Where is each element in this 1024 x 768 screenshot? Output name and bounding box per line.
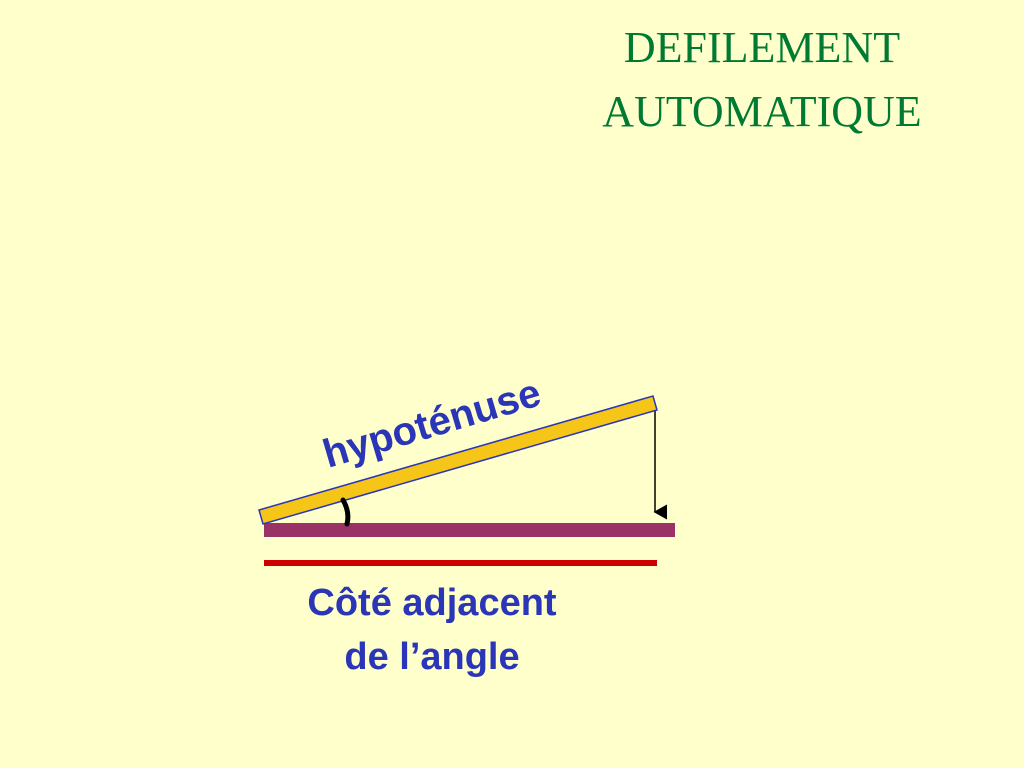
adjacent-side-bar	[264, 523, 675, 537]
title-line-2: AUTOMATIQUE	[602, 87, 922, 136]
adjacent-label-line-2: de l’angle	[344, 636, 520, 678]
slide-title: DEFILEMENT AUTOMATIQUE	[552, 16, 972, 144]
adjacent-side-label: Côté adjacent de l’angle	[232, 576, 632, 684]
hypotenuse-bar	[258, 395, 658, 525]
title-line-1: DEFILEMENT	[623, 23, 901, 72]
adjacent-label-line-1: Côté adjacent	[307, 582, 557, 624]
angle-arc	[340, 497, 351, 527]
adjacent-side-underline	[264, 560, 657, 566]
